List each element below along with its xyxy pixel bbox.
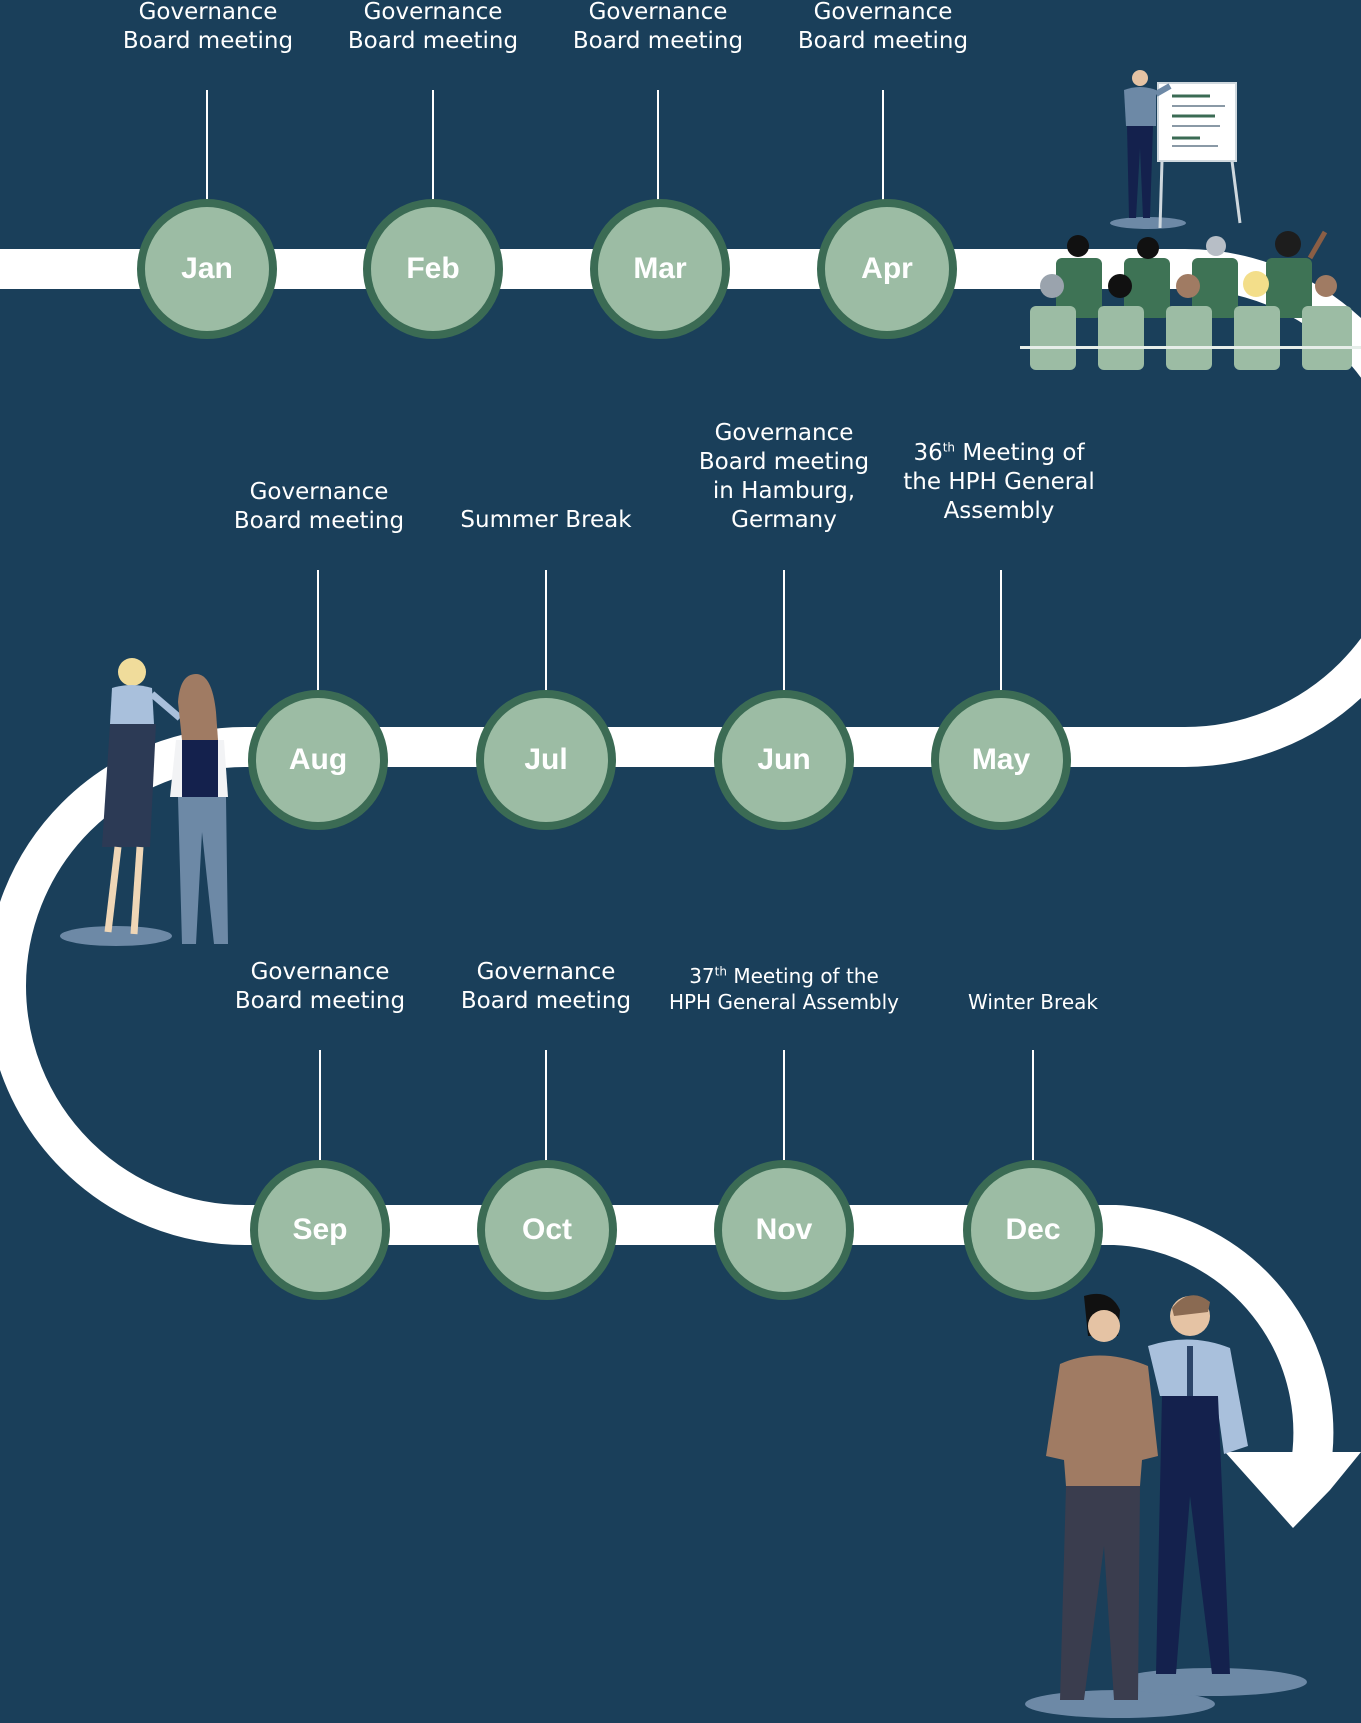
stem-sep — [319, 1050, 321, 1162]
stem-feb — [432, 90, 434, 200]
month-jul: Jul — [476, 690, 616, 830]
month-jan: Jan — [137, 199, 277, 339]
stem-jan — [206, 90, 208, 200]
event-label-may: 36th Meeting of the HPH General Assembly — [903, 440, 1095, 524]
audience-illustration — [1020, 230, 1361, 370]
stem-nov — [783, 1050, 785, 1162]
event-label-dec: Winter Break — [968, 990, 1098, 1014]
stem-oct — [545, 1050, 547, 1162]
month-dec: Dec — [963, 1160, 1103, 1300]
month-apr: Apr — [817, 199, 957, 339]
month-may: May — [931, 690, 1071, 830]
month-feb: Feb — [363, 199, 503, 339]
stem-mar — [657, 90, 659, 200]
month-jun: Jun — [714, 690, 854, 830]
event-label-nov: 37th Meeting of the HPH General Assembly — [668, 964, 900, 1014]
month-mar: Mar — [590, 199, 730, 339]
stem-jul — [545, 570, 547, 692]
month-aug: Aug — [248, 690, 388, 830]
event-label-jul: Summer Break — [460, 507, 632, 533]
women-illustration — [60, 658, 228, 946]
stem-jun — [783, 570, 785, 692]
stem-aug — [317, 570, 319, 692]
month-nov: Nov — [714, 1160, 854, 1300]
stem-apr — [882, 90, 884, 200]
road-arrow-head — [1225, 1452, 1361, 1528]
presenter-illustration — [1110, 70, 1242, 229]
stem-may — [1000, 570, 1002, 692]
month-oct: Oct — [477, 1160, 617, 1300]
men-illustration — [1025, 1293, 1307, 1718]
month-sep: Sep — [250, 1160, 390, 1300]
stem-dec — [1032, 1050, 1034, 1162]
